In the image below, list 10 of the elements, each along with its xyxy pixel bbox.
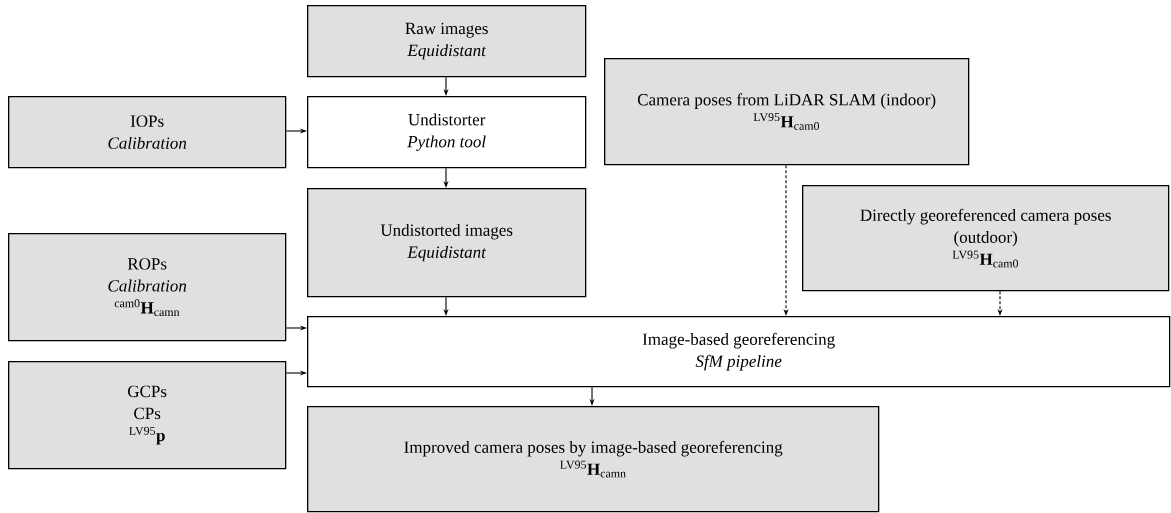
process-box: IOPs Calibration: [8, 96, 287, 169]
process-box: GCPs CPs $^{LV95}$p: [8, 361, 287, 470]
process-box: Camera poses from LiDAR SLAM (indoor) $^{LV95}$H$_{cam0}$: [604, 58, 970, 166]
process-box: Directly georeferenced camera poses (outdoor) $^{LV95}$H$_{cam0}$: [802, 185, 1170, 292]
process-box: Undistorted images Equidistant: [307, 188, 587, 298]
process-box: ROPs Calibration $^{cam0}$H$_{camn}$: [8, 233, 287, 342]
process-box: Raw images Equidistant: [307, 5, 587, 78]
process-box: Improved camera poses by image-based georeferencing $^{LV95}$H$_{camn}$: [307, 406, 880, 513]
process-box: Image-based georeferencing SfM pipeline: [307, 316, 1171, 388]
process-box: Undistorter Python tool: [307, 96, 587, 169]
